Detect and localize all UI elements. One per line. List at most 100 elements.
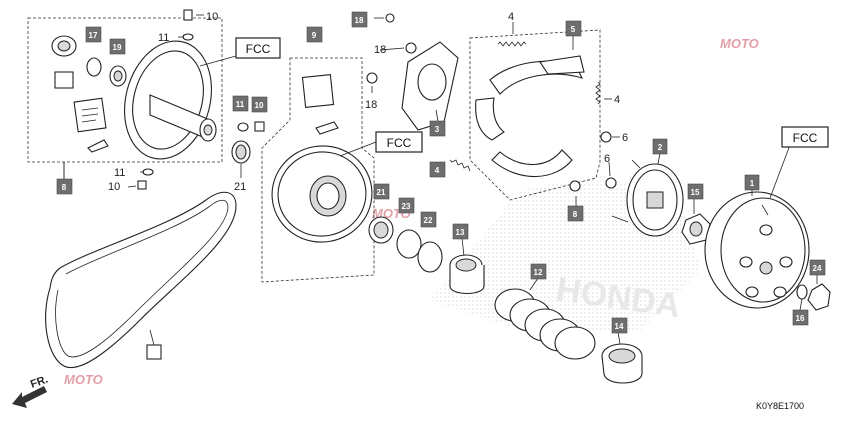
callout-8-nut: 8 — [567, 205, 584, 222]
callout-11-top: 11 — [158, 32, 169, 44]
svg-text:4: 4 — [435, 166, 440, 175]
callout-15: 15 — [687, 183, 704, 200]
svg-text:13: 13 — [456, 228, 465, 237]
nut-6-upper-part — [600, 131, 612, 143]
driven-label-sticker-part — [301, 74, 335, 108]
callout-12: 12 — [530, 263, 547, 280]
svg-text:23: 23 — [402, 202, 411, 211]
svg-text:21: 21 — [377, 188, 386, 197]
callout-6-upper: 6 — [622, 132, 628, 144]
nut-24-part — [807, 283, 831, 311]
svg-text:3: 3 — [435, 125, 440, 134]
washer-11-part — [182, 33, 194, 41]
part-ref-box — [54, 71, 74, 89]
svg-text:FR.: FR. — [29, 373, 50, 390]
svg-text:24: 24 — [813, 264, 822, 273]
spring-4-lower-part — [449, 159, 471, 172]
svg-text:1: 1 — [750, 179, 755, 188]
svg-text:8: 8 — [573, 210, 578, 219]
callout-11-bottom: 11 — [114, 167, 125, 179]
svg-text:5: 5 — [571, 25, 576, 34]
svg-text:2: 2 — [658, 143, 663, 152]
washer-16-part — [796, 284, 808, 300]
group-boundary-8 — [27, 17, 223, 163]
callout-14: 14 — [611, 317, 628, 334]
callout-21-plain: 21 — [234, 181, 246, 193]
driven-face-part — [271, 145, 373, 243]
seal-collar-14-part — [601, 343, 643, 384]
callout-8-group: 8 — [56, 178, 73, 195]
collar-13-part — [449, 254, 485, 295]
callout-9: 9 — [306, 26, 323, 43]
belt-ref-box — [146, 344, 162, 360]
svg-text:9: 9 — [312, 31, 317, 40]
diagram-code: K0Y8E1700 — [756, 401, 805, 411]
callout-6-lower: 6 — [604, 153, 610, 165]
callout-1: 1 — [744, 174, 760, 191]
callout-10-boxed: 10 — [251, 96, 268, 113]
callout-23: 23 — [398, 197, 415, 214]
callout-16: 16 — [792, 309, 809, 326]
group-boundary-5 — [469, 29, 601, 201]
callout-2: 2 — [652, 138, 668, 155]
o-ring-23-part — [396, 229, 422, 259]
callout-21-boxed: 21 — [373, 183, 390, 200]
clutch-shoes-part — [475, 55, 585, 178]
watermark-moto-top: MOTO — [720, 36, 759, 51]
svg-text:10: 10 — [255, 101, 264, 110]
svg-text:16: 16 — [796, 314, 805, 323]
callout-24: 24 — [809, 259, 826, 276]
callout-5: 5 — [565, 20, 582, 37]
spring-4-right-part — [595, 81, 601, 105]
group-boundary-9 — [261, 57, 375, 283]
svg-text:19: 19 — [113, 43, 122, 52]
callout-13: 13 — [452, 223, 469, 240]
callout-10-top: 10 — [206, 11, 218, 23]
fcc-label-drive-face: FCC — [235, 37, 281, 59]
bolt-10-lower-part — [137, 180, 147, 190]
callout-4-right: 4 — [614, 94, 620, 106]
svg-text:FCC: FCC — [387, 136, 412, 150]
callout-18-low: 18 — [365, 99, 377, 111]
callout-18-mid: 18 — [374, 44, 386, 56]
callout-4-top: 4 — [508, 11, 514, 23]
drive-plate-part — [611, 159, 684, 237]
svg-text:FCC: FCC — [246, 42, 271, 56]
svg-text:11: 11 — [236, 100, 245, 109]
nut-11-part — [237, 122, 249, 132]
callout-22: 22 — [420, 211, 437, 228]
nut-18-low-part — [366, 72, 378, 84]
watermark-moto-bottom: MOTO — [64, 372, 103, 387]
o-ring-22-part — [417, 241, 443, 273]
callout-17: 17 — [85, 26, 102, 43]
clutch-outer-part — [704, 191, 810, 309]
fcc-label-clutch-outer: FCC — [781, 126, 829, 148]
svg-text:FCC: FCC — [793, 131, 818, 145]
weight-slider-part — [87, 139, 109, 153]
callout-10-bottom: 10 — [108, 181, 120, 193]
washer-11-lower-part — [142, 168, 154, 176]
bolt-10-part — [183, 9, 193, 21]
callout-3: 3 — [429, 120, 446, 137]
svg-text:8: 8 — [62, 183, 67, 192]
v-belt-part — [45, 191, 237, 369]
drive-face-part — [124, 40, 217, 160]
nut-6-lower-part — [605, 177, 617, 189]
needle-bearing-part — [51, 35, 77, 57]
svg-text:17: 17 — [89, 31, 98, 40]
bolt-10-driven-part — [254, 121, 265, 132]
svg-text:15: 15 — [691, 188, 700, 197]
callout-11-boxed: 11 — [232, 95, 249, 112]
svg-text:18: 18 — [355, 16, 364, 25]
spring-4-top-part — [497, 41, 527, 47]
svg-text:22: 22 — [424, 216, 433, 225]
spring-12-part — [494, 288, 596, 360]
nut-18-top-part — [385, 13, 395, 23]
fcc-label-driven-face: FCC — [375, 131, 423, 153]
svg-text:12: 12 — [534, 268, 543, 277]
callout-4-boxed: 4 — [429, 161, 446, 178]
oil-seal-part — [86, 57, 102, 77]
nut-8-part — [569, 180, 581, 192]
svg-text:14: 14 — [615, 322, 624, 331]
